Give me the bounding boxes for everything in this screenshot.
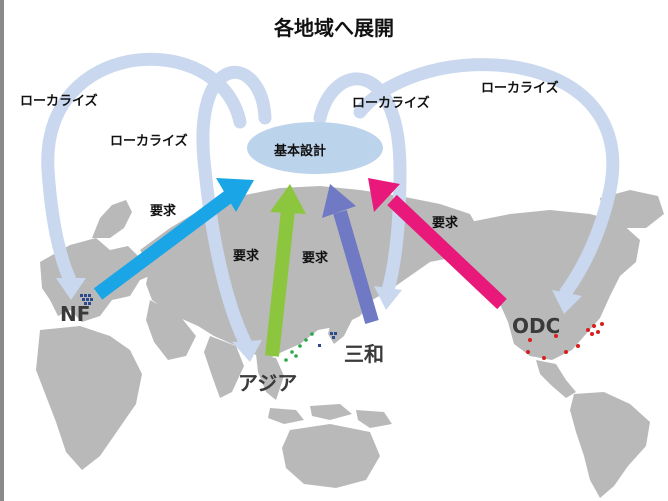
sanwa-sites (318, 332, 337, 347)
localize-arc-asia (196, 65, 272, 355)
region-label-asia: アジア (238, 371, 298, 395)
localize-arrowheads (56, 278, 582, 362)
localize-arcs (41, 52, 620, 355)
nf-sites (80, 294, 93, 305)
diagram-title: 各地域へ展開 (274, 16, 394, 40)
localize-arc-nf (41, 52, 247, 287)
localize-arc-sanwa (313, 72, 407, 297)
request-arrowhead-asia (270, 184, 306, 214)
request-arrowhead-nf (216, 178, 254, 212)
region-label-odc: ODC (512, 314, 561, 338)
request-label-odc: 要求 (432, 216, 459, 231)
region-label-sanwa: 三和 (344, 342, 384, 366)
localize-label-3: ローカライズ (352, 96, 430, 111)
request-arrowhead-odc (368, 178, 400, 212)
asia-sites (284, 332, 314, 362)
center-ellipse (247, 122, 383, 174)
request-arrows (93, 178, 507, 357)
request-arrow-nf (93, 188, 237, 300)
odc-sites (526, 322, 604, 360)
left-border (0, 0, 4, 501)
localize-arc-odc (353, 58, 620, 299)
center-label: 基本設計 (274, 144, 327, 159)
localize-label-4: ローカライズ (481, 81, 559, 96)
request-label-asia: 要求 (233, 249, 260, 264)
localize-label-2: ローカライズ (110, 134, 188, 149)
site-dots (80, 294, 604, 362)
request-arrow-odc (387, 194, 507, 310)
request-label-nf: 要求 (150, 204, 177, 219)
region-label-nf: NF (60, 302, 91, 326)
localize-label-1: ローカライズ (20, 94, 98, 109)
request-arrow-sanwa (333, 210, 379, 324)
request-label-sanwa: 要求 (302, 251, 329, 266)
request-arrow-asia (265, 209, 295, 357)
request-arrowhead-sanwa (322, 184, 356, 218)
